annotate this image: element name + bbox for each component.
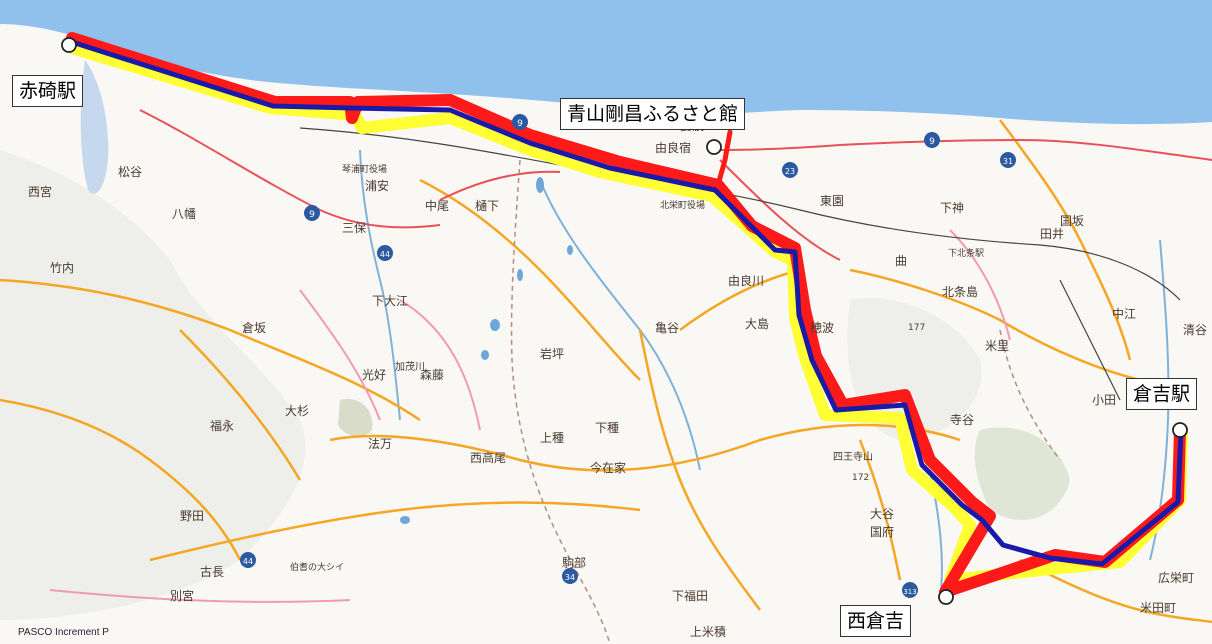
map-label: 田井 [1040,227,1064,241]
map-label: 古長 [200,564,224,579]
sea-area [0,0,1212,125]
station-marker-icon [61,37,77,53]
map-label: 別宮 [170,588,194,603]
map-label: 米里 [985,339,1009,353]
map-label: 北栄町役場 [660,199,705,211]
map-label: 下大江 [372,294,408,308]
map-label: 下福田 [672,588,708,603]
map-label: 駒部 [562,555,586,570]
ponds [400,177,573,524]
map-label: 由良宿 [655,140,691,155]
map-label: 中江 [1112,306,1136,321]
map-label: 北条島 [942,284,978,299]
map-label: 大杉 [285,404,309,418]
map-label: 広栄町 [1158,571,1194,585]
map-label: 大谷 [870,507,894,521]
station-label-museum: 青山剛昌ふるさと館 [560,98,746,130]
map-label: 国府 [870,524,894,539]
svg-text:44: 44 [380,250,390,259]
road-number-markers: 9 9 9 23 44 44 313 34 31 [240,114,1016,598]
map-label: 国坂 [1060,214,1084,228]
roads-orange [0,119,1212,624]
map-label: 岩坪 [540,346,564,361]
map-label: 福永 [210,418,234,433]
roads-pink [49,229,1011,603]
map-label: 清谷 [1183,323,1207,337]
map-label: 東園 [820,194,844,208]
map-label: 上種 [540,431,564,445]
boundaries [510,159,1061,644]
svg-text:34: 34 [565,573,575,582]
svg-text:23: 23 [785,167,795,176]
map-label: 大島 [745,316,769,331]
map-label: 西宮 [28,184,52,199]
map-label: 下神 [940,201,964,215]
map-label: 下種 [595,421,619,435]
map-label: 樋下 [475,198,499,213]
svg-text:313: 313 [903,588,916,596]
svg-text:9: 9 [309,210,315,220]
map-label: 加茂川 [395,360,425,373]
map-label: 中尾 [425,198,449,213]
map-label: 172 [852,473,869,483]
map-label: 由良川 [728,273,764,288]
map-label: 琴浦町役場 [342,163,387,175]
map-label: 八幡 [172,206,196,221]
map-label: 松谷 [118,165,142,179]
map-label: 西高尾 [470,450,506,465]
map-label: 寺谷 [950,413,974,427]
museum-branch-line [715,129,733,188]
station-marker-icon [1172,422,1188,438]
station-marker-icon [938,589,954,605]
svg-text:31: 31 [1003,157,1013,166]
station-label-akasaki: 赤碕駅 [12,75,84,107]
map-label: 177 [908,323,925,333]
lagoon [80,60,109,194]
map-label: 三保 [342,221,366,235]
map-label: 米田町 [1140,601,1176,615]
map-label: 光好 [362,368,386,382]
svg-text:44: 44 [243,557,253,566]
map-label: 竹内 [50,261,74,275]
map-label: 伯耆の大シイ [290,561,344,573]
station-label-nishikurayoshi: 西倉吉 [840,605,912,637]
station-marker-icon [706,139,722,155]
map-label: 上米積 [690,624,726,639]
svg-text:9: 9 [929,137,935,147]
map-label: 亀谷 [655,321,679,335]
station-markers [61,37,1188,605]
map-label: 今在家 [590,460,626,475]
map-label: 下北条駅 [948,247,984,259]
map-label: 小田 [1092,393,1116,407]
map-label: 森藤 [420,367,444,382]
map-label: 浦安 [365,178,389,193]
svg-text:9: 9 [517,119,523,129]
railways [299,127,1181,401]
map-label: 四王寺山 [833,451,873,463]
map-label: 野田 [180,509,204,523]
map-label: 倉坂 [242,320,266,335]
map-label: 穂波 [810,321,834,335]
route-inner-line [69,39,1184,567]
map-label: 曲 [895,254,907,268]
map-credit: PASCO Increment P [18,627,109,638]
map-label: 法万 [368,437,392,451]
station-label-kurayoshi: 倉吉駅 [1126,378,1198,410]
